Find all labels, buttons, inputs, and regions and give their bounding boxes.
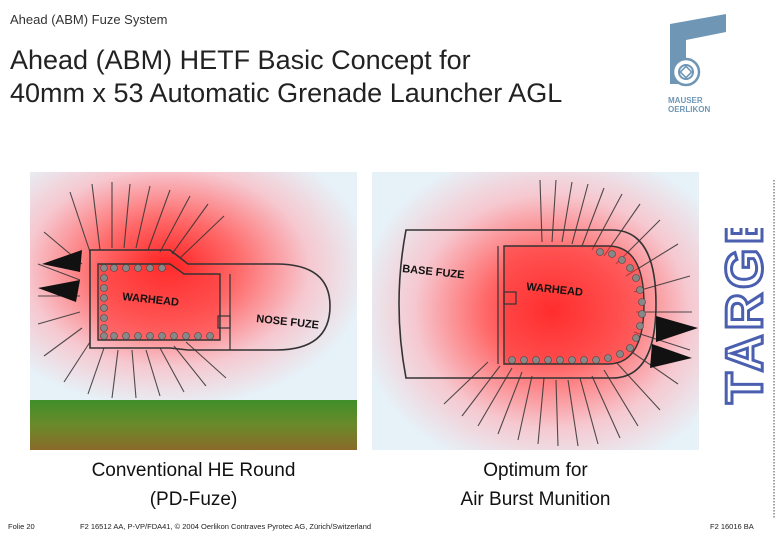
caption-line-1: Conventional HE Round xyxy=(91,460,296,481)
crosshair-ring-icon xyxy=(671,57,701,87)
warhead-casing xyxy=(503,245,645,365)
page-title: Ahead (ABM) HETF Basic Concept for 40mm … xyxy=(10,44,562,110)
title-line-2: 40mm x 53 Automatic Grenade Launcher AGL xyxy=(10,78,563,108)
projectile-body xyxy=(89,249,331,351)
caption-line-2: (PD-Fuze) xyxy=(149,489,238,510)
caption-line-1: Optimum for xyxy=(483,460,588,481)
footer-reference: F2 16512 AA, P-VP/FDA41, © 2004 Oerlikon… xyxy=(80,522,372,531)
copyright-side-strip xyxy=(773,180,775,518)
target-label: TARGET xyxy=(716,228,768,404)
fragment-balls xyxy=(508,248,646,364)
caption-line-2: Air Burst Munition xyxy=(460,489,611,510)
fragment-arrow-lower xyxy=(650,344,692,368)
conventional-round-diagram: WARHEAD NOSE FUZE xyxy=(30,172,357,450)
fragment-balls xyxy=(100,264,214,340)
section-header: Ahead (ABM) Fuze System xyxy=(10,12,168,27)
folio-number: Folie 20 xyxy=(8,522,35,531)
warhead-label: WARHEAD xyxy=(526,281,584,299)
fragment-arrow-upper xyxy=(656,316,698,342)
company-logo xyxy=(670,14,726,87)
title-line-1: Ahead (ABM) HETF Basic Concept for xyxy=(10,45,471,75)
logo-wordmark: MAUSER OERLIKON xyxy=(668,96,710,114)
ground xyxy=(30,400,357,450)
logo-line-2: OERLIKON xyxy=(668,105,711,114)
projectile-body xyxy=(398,229,657,379)
fragment-arrow-lower xyxy=(38,280,80,302)
conventional-round-caption: Conventional HE Round (PD-Fuze) xyxy=(30,456,357,514)
fuze-detonator xyxy=(503,291,517,305)
logo-line-1: MAUSER xyxy=(668,96,703,105)
warhead-casing xyxy=(97,263,221,341)
document-number: F2 16016 BA xyxy=(710,522,754,531)
air-burst-caption: Optimum for Air Burst Munition xyxy=(372,456,699,514)
warhead-label: WARHEAD xyxy=(122,291,180,309)
fragment-arrow-upper xyxy=(42,250,82,272)
target-label-graphic: TARGET xyxy=(715,228,769,406)
air-burst-round-diagram: BASE FUZE WARHEAD xyxy=(372,172,699,450)
fragment-rays xyxy=(443,179,692,447)
